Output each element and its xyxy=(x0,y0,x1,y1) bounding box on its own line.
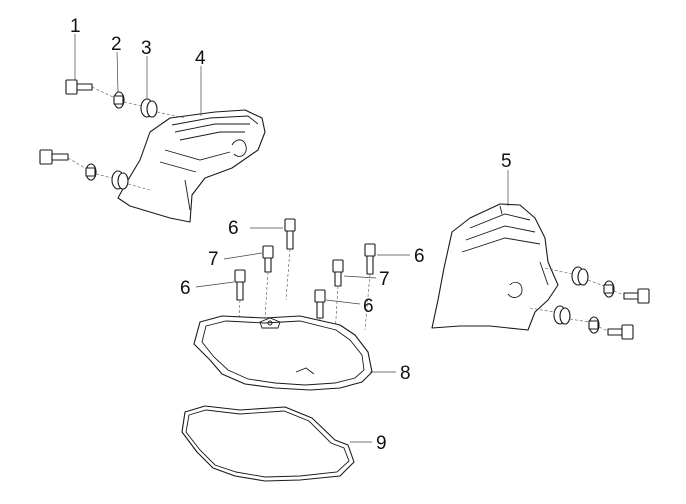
washer-right-lower xyxy=(588,316,600,334)
gasket-part-9 xyxy=(181,405,372,482)
bolt-6-centre xyxy=(314,289,326,319)
bolt-7-right xyxy=(332,259,344,287)
bolt-upper-left xyxy=(65,79,93,95)
spacer-upper-3 xyxy=(140,98,158,118)
bolt-6-left xyxy=(234,269,246,301)
callout-5: 5 xyxy=(501,151,512,172)
right-cover-assembly xyxy=(431,170,650,340)
valve-cover-part-8 xyxy=(193,315,396,391)
callout-7-left: 7 xyxy=(208,249,219,270)
callout-6-top: 6 xyxy=(228,218,239,239)
bolt-7-left xyxy=(262,245,274,273)
callout-4: 4 xyxy=(195,48,206,69)
callout-8: 8 xyxy=(400,363,411,384)
callout-1: 1 xyxy=(70,16,81,37)
centre-bolts xyxy=(195,218,410,346)
right-cover-part-5 xyxy=(431,203,559,331)
callout-6-left: 6 xyxy=(180,278,191,299)
bolt-right-upper xyxy=(623,288,650,304)
callout-6-right-upper: 6 xyxy=(414,246,425,267)
callout-2: 2 xyxy=(111,34,122,55)
bolt-right-lower xyxy=(607,324,634,340)
spacer-right-lower xyxy=(553,305,571,325)
callout-7-right: 7 xyxy=(379,269,390,290)
left-cover-assembly xyxy=(39,34,266,223)
callout-6-centre: 6 xyxy=(363,296,374,317)
bolt-6-top xyxy=(284,218,296,250)
left-cover-part-4 xyxy=(117,109,266,223)
spacer-right-upper xyxy=(571,266,589,286)
callout-3: 3 xyxy=(141,38,152,59)
bolt-6-right xyxy=(364,243,376,275)
washer-upper-2 xyxy=(113,91,125,109)
spacer-lower-3 xyxy=(111,170,129,190)
washer-lower-2 xyxy=(85,163,97,181)
washer-right-upper xyxy=(603,280,615,298)
callout-9: 9 xyxy=(376,433,387,454)
bolt-lower-left xyxy=(39,149,69,165)
